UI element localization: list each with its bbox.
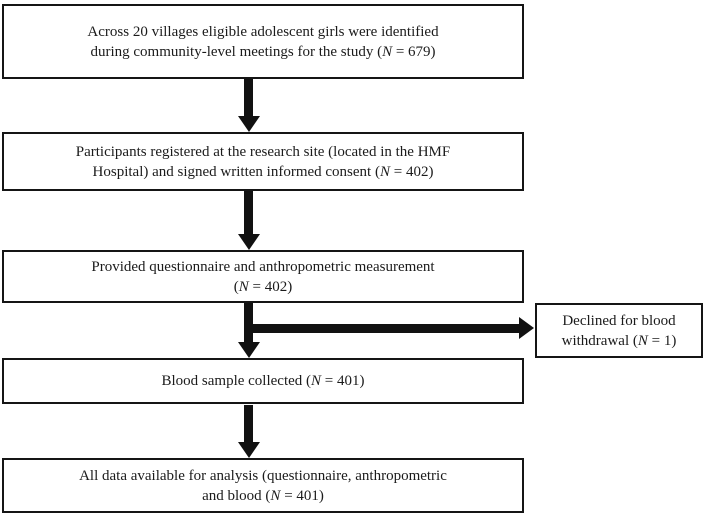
- box-text-line: withdrawal (N = 1): [562, 331, 677, 351]
- box-text-line: Provided questionnaire and anthropometri…: [91, 257, 434, 277]
- box-text-line: Hospital) and signed written informed co…: [93, 162, 434, 182]
- text-segment: = 401): [321, 373, 365, 389]
- box-text-line: Blood sample collected (N = 401): [161, 371, 364, 391]
- box-text-line: (N = 402): [234, 277, 292, 297]
- text-segment: Across 20 villages eligible adolescent g…: [87, 23, 439, 40]
- flow-box-questionnaire-anthropometric: Provided questionnaire and anthropometri…: [2, 250, 524, 303]
- n-variable: N: [238, 278, 249, 295]
- text-segment: All data available for analysis (questio…: [79, 467, 447, 484]
- arrow-down-icon: [237, 442, 260, 458]
- flow-box-blood-collected: Blood sample collected (N = 401): [2, 358, 524, 404]
- n-variable: N: [311, 373, 322, 389]
- text-segment: during community-level meetings for the …: [90, 43, 383, 60]
- arrow-right-icon: [519, 317, 534, 339]
- text-segment: (: [233, 278, 239, 295]
- text-segment: Participants registered at the research …: [75, 143, 451, 160]
- text-segment: = 1): [647, 332, 677, 349]
- n-variable: N: [379, 163, 390, 180]
- arrow-shaft: [243, 191, 253, 234]
- n-variable: N: [382, 43, 393, 60]
- n-variable: N: [270, 487, 281, 504]
- arrow-shaft: [248, 323, 519, 333]
- box-text-line: Across 20 villages eligible adolescent g…: [87, 22, 438, 42]
- flow-box-data-available: All data available for analysis (questio…: [2, 458, 524, 513]
- n-variable: N: [637, 332, 648, 349]
- box-text-line: and blood (N = 401): [202, 486, 324, 506]
- box-text-line: Participants registered at the research …: [76, 142, 450, 162]
- arrow-shaft: [243, 303, 253, 342]
- text-segment: withdrawal (: [561, 332, 638, 349]
- arrow-down-icon: [237, 234, 260, 250]
- flow-box-villages-identified: Across 20 villages eligible adolescent g…: [2, 4, 524, 79]
- box-text-line: Declined for blood: [562, 311, 675, 331]
- text-segment: Blood sample collected (: [161, 373, 312, 389]
- arrow-shaft: [243, 405, 253, 442]
- flow-box-registered-consent: Participants registered at the research …: [2, 132, 524, 191]
- text-segment: = 402): [248, 278, 293, 295]
- arrow-down-icon: [237, 342, 260, 358]
- text-segment: = 402): [389, 163, 434, 180]
- arrow-down-icon: [237, 116, 260, 132]
- box-text-line: during community-level meetings for the …: [90, 42, 435, 62]
- text-segment: and blood (: [202, 487, 271, 504]
- text-segment: Provided questionnaire and anthropometri…: [91, 258, 435, 275]
- text-segment: Declined for blood: [562, 312, 676, 329]
- text-segment: Hospital) and signed written informed co…: [92, 163, 380, 180]
- flow-box-declined-blood-withdrawal: Declined for blood withdrawal (N = 1): [535, 303, 703, 358]
- text-segment: = 679): [392, 43, 436, 60]
- box-text-line: All data available for analysis (questio…: [79, 466, 447, 486]
- arrow-shaft: [243, 79, 253, 116]
- text-segment: = 401): [280, 487, 324, 504]
